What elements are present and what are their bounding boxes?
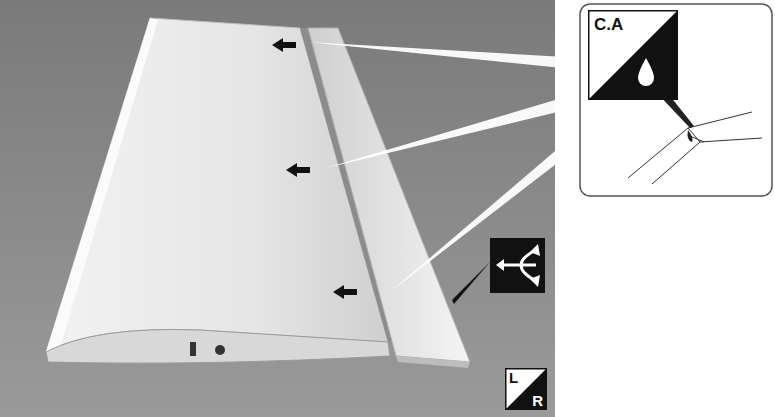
leader-wedge <box>326 92 582 168</box>
icon-letters: C.A <box>594 16 623 33</box>
leader-wedge <box>390 128 582 292</box>
ca-glue-icon: C.A <box>588 10 678 100</box>
hinge-sketch <box>628 112 762 184</box>
root-rib <box>46 329 390 363</box>
hinge-arrows <box>272 38 357 299</box>
bolt-hole <box>215 345 225 355</box>
hinge-icon <box>490 238 545 293</box>
callout-box <box>580 4 772 196</box>
photo-background <box>0 0 555 417</box>
icon-letter: L <box>509 370 518 385</box>
hinge-icon-arrows <box>500 250 536 281</box>
dowel-slot <box>190 342 196 356</box>
aileron <box>308 28 470 362</box>
leader-wedge <box>308 42 582 70</box>
icon-leader <box>452 262 490 304</box>
aileron-end <box>396 356 470 368</box>
leading-edge <box>46 18 158 352</box>
icon-letter: R <box>532 393 543 408</box>
left-right-icon: LR <box>505 368 547 410</box>
hinge-icon-heads <box>496 244 540 287</box>
